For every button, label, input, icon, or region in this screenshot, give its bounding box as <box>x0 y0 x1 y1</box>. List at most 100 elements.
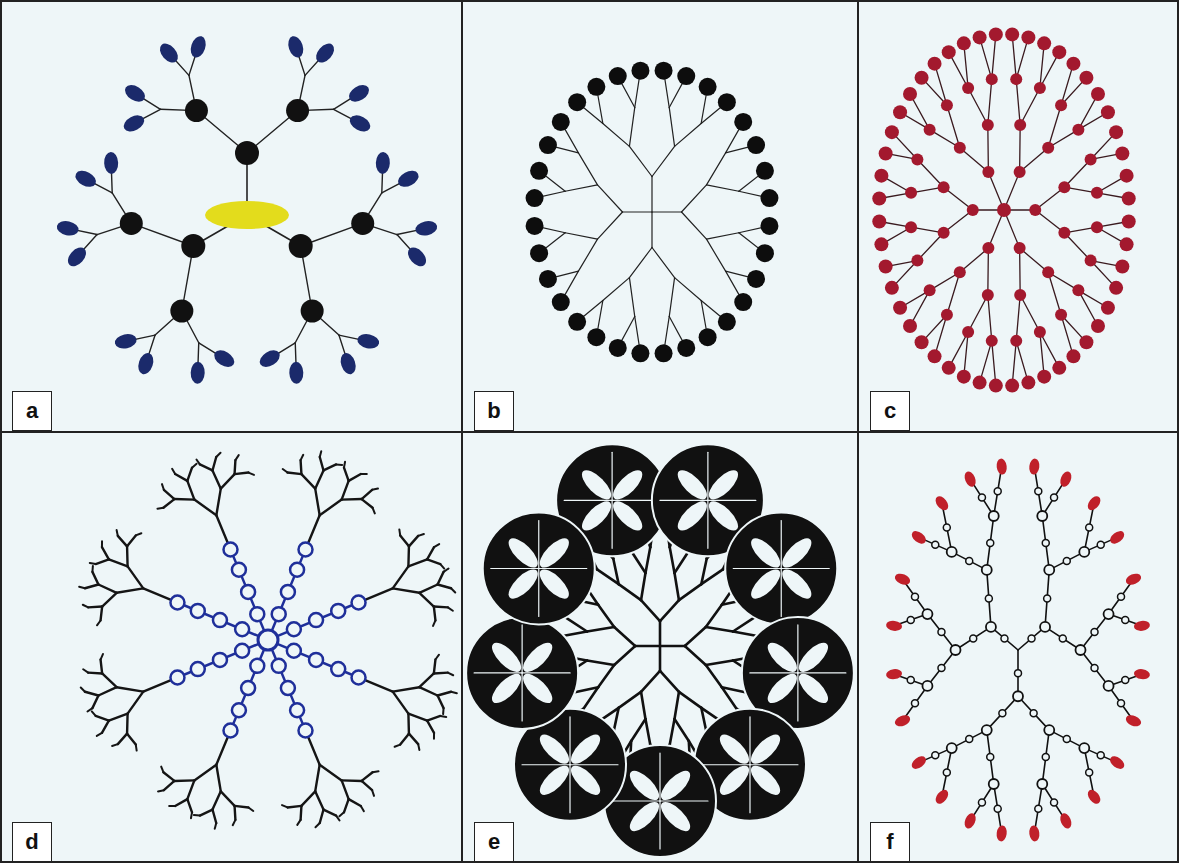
bond-line <box>438 692 451 696</box>
bond-line <box>315 489 319 516</box>
atom-dot <box>994 488 1001 495</box>
petal-void <box>519 638 557 676</box>
atom-dot <box>1051 799 1058 806</box>
bond-line <box>96 716 109 721</box>
atom-dot <box>232 563 246 577</box>
bond-line <box>98 687 116 695</box>
bond-line <box>675 719 689 741</box>
bond-line <box>675 573 679 600</box>
atom-dot <box>1118 593 1125 600</box>
bond-line <box>927 614 955 650</box>
atom-dot <box>932 541 939 548</box>
atom-dot <box>938 227 950 239</box>
atom-dot <box>989 27 1003 41</box>
bond-line <box>641 692 645 719</box>
end-group <box>1058 812 1073 831</box>
atom-dot <box>1052 45 1066 59</box>
bond-line <box>451 588 455 592</box>
bond-line <box>987 696 1018 730</box>
bond-line <box>433 620 435 626</box>
atom-dot <box>1091 319 1105 333</box>
bond-line <box>362 781 372 790</box>
bond-line <box>451 692 457 694</box>
bond-line <box>344 462 345 468</box>
bond-line <box>968 295 988 332</box>
bond-line <box>652 248 675 278</box>
bond-line <box>97 620 101 625</box>
bond-line <box>569 717 570 765</box>
atom-dot <box>1091 187 1103 199</box>
end-group <box>395 167 421 190</box>
atom-dot <box>982 725 992 735</box>
atom-dot <box>966 736 973 743</box>
bond-line <box>213 791 221 809</box>
bond-line <box>660 671 679 692</box>
bond-line <box>947 105 960 147</box>
atom-dot <box>1058 181 1070 193</box>
atom-dot <box>987 539 994 546</box>
atom-dot <box>1104 681 1114 691</box>
bond-line <box>669 108 674 147</box>
bond-line <box>651 177 652 213</box>
end-group <box>962 470 977 489</box>
atom-dot <box>235 141 259 165</box>
panel-letter: e <box>474 822 514 862</box>
bond-line <box>675 278 702 301</box>
bond-line <box>407 714 410 734</box>
atom-dot <box>1079 743 1089 753</box>
end-group <box>996 825 1008 842</box>
bond-line <box>660 645 685 648</box>
end-group <box>286 34 306 59</box>
atom-dot <box>957 36 971 50</box>
atom-dot <box>185 99 208 122</box>
atom-dot <box>1101 301 1115 315</box>
atom-dot <box>272 607 286 621</box>
bond-line <box>1016 295 1020 341</box>
bond-line <box>272 649 306 732</box>
bond-line <box>288 473 302 475</box>
bond-line <box>798 672 846 673</box>
petal-void <box>778 534 816 572</box>
bond-line <box>419 673 434 687</box>
atom-dot <box>568 313 586 331</box>
bond-line <box>176 644 259 678</box>
bond-line <box>282 805 288 807</box>
petal-void <box>673 497 711 535</box>
atom-dot <box>272 659 286 673</box>
bond-line <box>194 765 216 781</box>
bond-line <box>174 779 194 782</box>
atom-dot <box>1122 191 1136 205</box>
atom-dot <box>1014 289 1026 301</box>
bond-line <box>92 695 98 708</box>
bond-line <box>85 585 98 589</box>
bond-line <box>427 721 434 733</box>
bond-line <box>143 680 171 691</box>
bond-line <box>117 530 118 536</box>
bond-line <box>565 617 587 631</box>
petal-void <box>747 534 785 572</box>
bond-line <box>612 800 660 801</box>
bond-line <box>221 791 235 806</box>
bond-line <box>1045 627 1080 650</box>
bond-line <box>645 719 650 745</box>
atom-dot <box>885 281 899 295</box>
atom-dot <box>258 630 278 650</box>
atom-dot <box>587 78 605 96</box>
bond-line <box>522 625 523 673</box>
atom-dot <box>967 204 979 216</box>
bond-line <box>339 812 344 816</box>
end-group <box>909 754 928 772</box>
atom-dot <box>941 309 953 321</box>
atom-dot <box>552 113 570 131</box>
bond-line <box>706 605 722 627</box>
atom-dot <box>907 677 914 684</box>
bond-line <box>442 708 444 714</box>
bond-line <box>987 516 994 570</box>
atom-dot <box>970 635 977 642</box>
petal-void <box>609 497 647 535</box>
bond-line <box>127 734 136 745</box>
petal-void <box>656 797 694 835</box>
bond-line <box>629 146 652 176</box>
atom-dot <box>677 339 695 357</box>
atom-dot <box>928 349 942 363</box>
